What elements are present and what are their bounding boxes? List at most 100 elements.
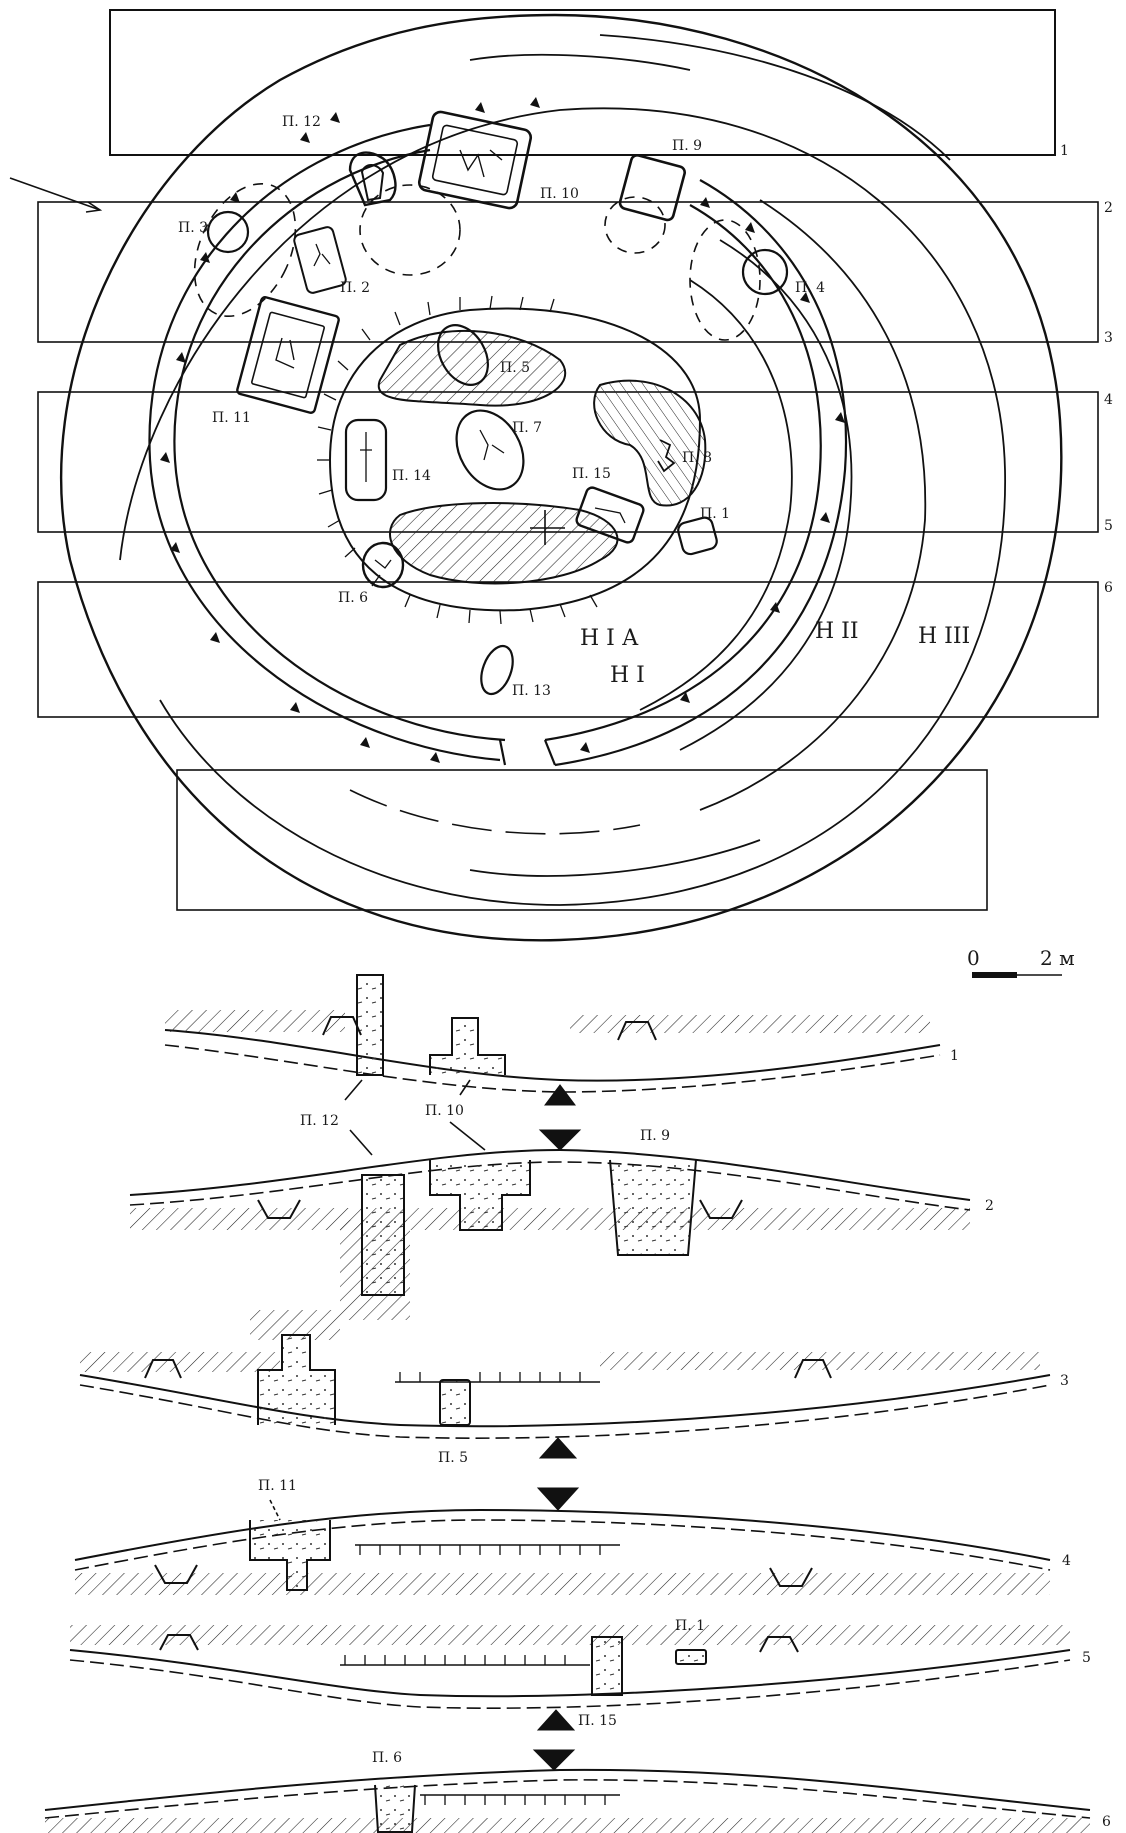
grave-p7 <box>455 409 525 491</box>
scale-zero: 0 <box>967 946 980 970</box>
north-arrow-icon <box>9 177 103 213</box>
grave-label: П. 15 <box>572 466 611 482</box>
scale-bar: 0 2 м <box>967 946 1075 978</box>
trench-number: 2 <box>1104 200 1113 216</box>
trench-number: 6 <box>1104 580 1113 596</box>
section-3: 3 П. 5 <box>79 1310 1069 1466</box>
grave-label: П. 1 <box>700 506 730 522</box>
trench-6 <box>37 581 1099 718</box>
trench-1 <box>109 9 1056 156</box>
grave-p13 <box>480 644 514 696</box>
datum-marker <box>544 1084 576 1106</box>
contour-line <box>119 107 1006 561</box>
dashed-area <box>193 182 297 318</box>
pit-p10 <box>429 1017 506 1075</box>
pit-p6 <box>374 1784 416 1833</box>
dashed-area <box>604 196 666 254</box>
section-2: 2 П. 12 П. 10 П. 9 <box>129 1079 994 1320</box>
ditch-markers <box>160 97 845 763</box>
section-label: П. 6 <box>372 1750 402 1766</box>
dashed-area <box>359 184 461 276</box>
contour-line <box>349 789 641 835</box>
grave-p2 <box>293 226 347 294</box>
trench-number: 1 <box>1060 143 1069 159</box>
hatched-pit-east <box>593 379 707 507</box>
ditch-inner-edge <box>173 148 506 742</box>
section-5: 5 П. 1 П. 15 <box>69 1618 1091 1731</box>
grave-label: П. 13 <box>512 683 551 699</box>
datum-marker <box>538 1129 582 1151</box>
section-label: П. 5 <box>438 1450 468 1466</box>
ditch-outer-edge <box>148 123 501 762</box>
pit-p10 <box>429 1160 531 1231</box>
grave-label: П. 4 <box>795 280 825 296</box>
datum-marker <box>532 1749 576 1771</box>
contour-line <box>679 239 853 751</box>
grave-label: П. 14 <box>392 468 431 484</box>
section-number: 4 <box>1062 1553 1071 1569</box>
grave-p4 <box>741 248 789 296</box>
pit-p5 <box>439 1379 471 1426</box>
contour-line <box>699 199 927 811</box>
mound-outline <box>59 13 1063 942</box>
grave-p10 <box>417 110 533 210</box>
ditch-outer-edge <box>554 179 848 767</box>
trench-number: 5 <box>1104 518 1113 534</box>
grave-label: П. 8 <box>682 450 712 466</box>
grave-label: П. 3 <box>178 220 208 236</box>
contour-line <box>469 53 691 71</box>
pit-p12 <box>361 1174 405 1296</box>
grave-label: П. 12 <box>282 114 321 130</box>
trench-2-3 <box>37 201 1099 343</box>
datum-marker <box>538 1437 578 1459</box>
hatched-pit-north <box>377 329 567 407</box>
section-label: П. 11 <box>258 1478 297 1494</box>
grave-label: П. 10 <box>540 186 579 202</box>
grave-label: П. 5 <box>500 360 530 376</box>
pit-p11 <box>249 1520 331 1591</box>
trench-7 <box>176 769 988 911</box>
inner-platform <box>328 307 702 612</box>
center-cross <box>530 510 565 545</box>
grave-p8 <box>657 439 676 473</box>
pit-p12 <box>356 974 384 1076</box>
platform-ticks <box>317 295 598 625</box>
section-1: 1 <box>164 974 959 1106</box>
plan-labels: 1 2 3 4 5 6 П. 12 П. 9 П. 10 П. 3 П. 2 П… <box>178 114 1113 699</box>
grave-label: П. 11 <box>212 410 251 426</box>
dashed-area <box>689 219 761 341</box>
grave-p9 <box>618 153 686 222</box>
trench-number: 3 <box>1104 330 1113 346</box>
section-number: 3 <box>1060 1373 1069 1389</box>
grave-label: П. 9 <box>672 138 702 154</box>
section-number: 2 <box>985 1198 994 1214</box>
grave-p1 <box>677 516 718 556</box>
section-label: П. 15 <box>578 1713 617 1729</box>
contour-line <box>639 279 793 711</box>
pit-p1 <box>675 1649 707 1665</box>
mound-label-h1: Н I <box>610 663 645 688</box>
grave-p14 <box>344 418 388 502</box>
grave-label: П. 6 <box>338 590 368 606</box>
grave-p11 <box>236 296 340 414</box>
contour-line <box>469 839 761 877</box>
pit-p9 <box>609 1159 697 1256</box>
scale-value: 2 м <box>1040 946 1075 970</box>
section-4: 4 П. 11 <box>74 1478 1071 1595</box>
plan <box>9 9 1099 942</box>
datum-marker <box>536 1709 576 1731</box>
grave-p6 <box>361 541 405 589</box>
section-label: П. 1 <box>675 1618 705 1634</box>
section-label: П. 12 <box>300 1113 339 1129</box>
trench-number: 4 <box>1104 392 1113 408</box>
section-label: П. 10 <box>425 1103 464 1119</box>
section-number: 1 <box>950 1048 959 1064</box>
contour-line <box>599 34 951 161</box>
pit-p11 <box>257 1334 336 1425</box>
grave-p15 <box>575 486 645 544</box>
pit-p15 <box>591 1636 623 1696</box>
section-number: 5 <box>1082 1650 1091 1666</box>
grave-label: П. 7 <box>512 420 542 436</box>
hatched-pit-south <box>389 502 619 585</box>
